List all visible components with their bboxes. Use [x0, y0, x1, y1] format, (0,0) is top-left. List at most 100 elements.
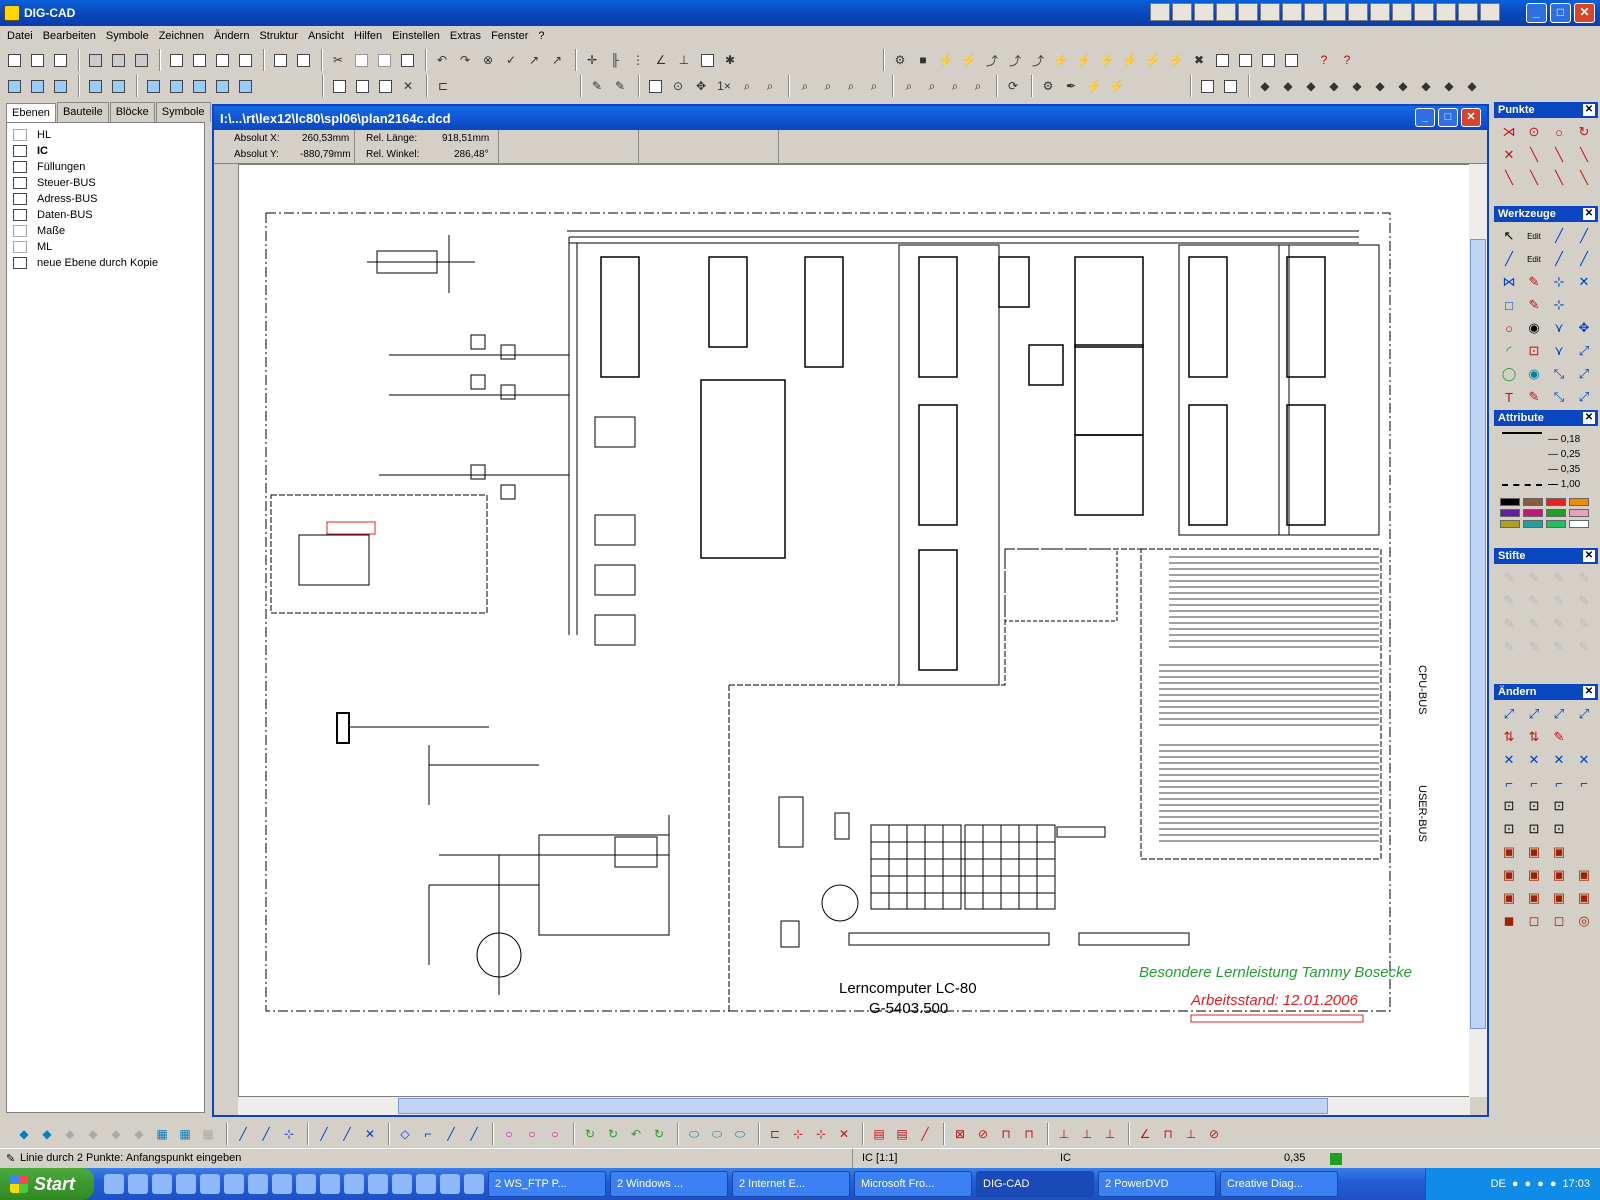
tile-icon[interactable]: [235, 76, 255, 96]
point-tool-icon[interactable]: ╲: [1555, 170, 1563, 185]
task-internet-explorer[interactable]: 2 Internet E...: [732, 1171, 850, 1197]
zoom-extents-icon[interactable]: ⊙: [672, 79, 684, 93]
zoom-icon[interactable]: ⌕: [928, 78, 936, 93]
menu-fenster[interactable]: Fenster: [491, 30, 529, 42]
3d-icon[interactable]: ◆: [111, 1127, 121, 1141]
measure-icon[interactable]: ⊘: [1208, 1127, 1220, 1141]
task-windows-explorer[interactable]: 2 Windows ...: [610, 1171, 728, 1197]
hatch-icon[interactable]: ▤: [896, 1127, 908, 1141]
menu-bearbeiten[interactable]: Bearbeiten: [42, 30, 96, 42]
component-icon[interactable]: ⚡: [1053, 53, 1069, 67]
confirm-icon[interactable]: ✓: [505, 53, 517, 67]
close-icon[interactable]: ✕: [1583, 104, 1595, 116]
component-icon[interactable]: [1281, 50, 1301, 70]
arc-tool-icon[interactable]: ↶: [630, 1127, 642, 1141]
modify-tool-icon[interactable]: ◎: [1578, 913, 1590, 928]
tool-icon[interactable]: [1392, 3, 1412, 21]
menu-ansicht[interactable]: Ansicht: [307, 30, 345, 42]
menu-hilfen[interactable]: Hilfen: [354, 30, 383, 42]
point-tool-icon[interactable]: ╲: [1530, 170, 1538, 185]
crosshair-icon[interactable]: ✛: [586, 53, 598, 67]
zoom-icon[interactable]: ⌕: [824, 78, 832, 93]
quick-launch-icon[interactable]: [344, 1174, 364, 1194]
component-icon[interactable]: [1212, 50, 1232, 70]
zoom-icon[interactable]: ⌕: [974, 78, 982, 93]
line-width-option[interactable]: — 0,35: [1548, 464, 1581, 475]
point-tool-icon[interactable]: ↻: [1578, 124, 1590, 139]
point-tool-icon[interactable]: ○: [1555, 124, 1563, 140]
point-tool-icon[interactable]: ╲: [1505, 170, 1513, 185]
close-icon[interactable]: ✕: [1583, 550, 1595, 562]
pen-slot-icon[interactable]: ✎: [1553, 570, 1565, 585]
modify-tool-icon[interactable]: ✕: [1528, 752, 1540, 767]
window-icon[interactable]: [50, 76, 70, 96]
language-indicator[interactable]: DE: [1490, 1178, 1506, 1190]
pen-color-swatch[interactable]: [1546, 498, 1566, 506]
library-icon[interactable]: [166, 50, 186, 70]
tool-icon[interactable]: [1436, 3, 1456, 21]
line-icon[interactable]: ╱: [1555, 228, 1563, 243]
zoom-icon[interactable]: ⌕: [870, 78, 878, 93]
pen-slot-icon[interactable]: ✎: [1503, 616, 1515, 631]
modify-tool-icon[interactable]: ⊡: [1503, 821, 1515, 836]
arc-icon[interactable]: ◜: [1506, 343, 1512, 358]
modify-tool-icon[interactable]: ▣: [1527, 844, 1541, 859]
layer-item[interactable]: Adress-BUS: [7, 191, 204, 207]
pen-slot-icon[interactable]: ✎: [1553, 616, 1565, 631]
tool-icon[interactable]: ⋎: [1554, 320, 1564, 335]
layer-item[interactable]: Steuer-BUS: [7, 175, 204, 191]
text-icon[interactable]: T: [1505, 389, 1513, 405]
modify-tool-icon[interactable]: ▣: [1552, 890, 1566, 905]
tool-icon[interactable]: ⤡: [1553, 389, 1565, 404]
pen-color-swatch[interactable]: [1569, 498, 1589, 506]
tool-icon[interactable]: [1348, 3, 1368, 21]
pen-color-swatch[interactable]: [1569, 509, 1589, 517]
save-as-icon[interactable]: [108, 50, 128, 70]
line-icon[interactable]: ╱: [1555, 251, 1563, 266]
shape-icon[interactable]: ◇: [400, 1127, 410, 1141]
tool-icon[interactable]: ◉: [1528, 366, 1540, 381]
layer-item[interactable]: ML: [7, 239, 204, 255]
menu-struktur[interactable]: Struktur: [259, 30, 298, 42]
zoom-icon[interactable]: ⌕: [847, 78, 855, 93]
quick-launch-icon[interactable]: [392, 1174, 412, 1194]
menu-einstellen[interactable]: Einstellen: [392, 30, 440, 42]
tab-symbole[interactable]: Symbole: [155, 102, 211, 122]
component-icon[interactable]: ⚡: [1145, 53, 1161, 67]
export-icon[interactable]: [212, 50, 232, 70]
zoom-icon[interactable]: ⌕: [743, 78, 751, 93]
component-icon[interactable]: ⚡: [938, 53, 954, 67]
dim-icon[interactable]: ⊓: [1001, 1127, 1011, 1141]
component-icon[interactable]: ✖: [1193, 53, 1205, 67]
part-icon[interactable]: ✒: [1065, 79, 1077, 93]
modify-tool-icon[interactable]: ⊡: [1528, 798, 1540, 813]
block-icon[interactable]: ◆: [1444, 79, 1454, 93]
tile-icon[interactable]: [166, 76, 186, 96]
line-width-option[interactable]: — 1,00: [1548, 479, 1581, 490]
edit-icon[interactable]: Edit: [1527, 254, 1541, 264]
3d-icon[interactable]: ▦: [179, 1127, 191, 1141]
pen-color-swatch[interactable]: [1523, 498, 1543, 506]
vertical-scrollbar[interactable]: [1469, 164, 1487, 1097]
draw-line-icon[interactable]: ╱: [343, 1127, 351, 1141]
ellipse-tool-icon[interactable]: ⬭: [688, 1126, 700, 1141]
grid-icon[interactable]: ⋮: [632, 53, 644, 67]
doc-maximize-button[interactable]: □: [1438, 108, 1458, 127]
undo-icon[interactable]: ↶: [436, 53, 448, 67]
line-width-option[interactable]: — 0,25: [1548, 449, 1581, 460]
ruler-icon[interactable]: ⊏: [437, 79, 449, 93]
copy-icon[interactable]: [351, 50, 371, 70]
start-button[interactable]: Start: [0, 1168, 94, 1200]
dim-icon[interactable]: ⊠: [954, 1127, 966, 1141]
tool-icon[interactable]: ◉: [1528, 320, 1540, 335]
modify-tool-icon[interactable]: ▣: [1577, 890, 1591, 905]
pointer-icon[interactable]: ↖: [1503, 228, 1515, 243]
tile-icon[interactable]: [212, 76, 232, 96]
draw-line-icon[interactable]: ╱: [320, 1127, 328, 1141]
component-icon[interactable]: [1235, 50, 1255, 70]
modify-tool-icon[interactable]: ▣: [1552, 844, 1566, 859]
tool-icon[interactable]: [1480, 3, 1500, 21]
pen-color-swatch[interactable]: [1500, 509, 1520, 517]
line-style-sample[interactable]: [1502, 432, 1542, 486]
modify-tool-icon[interactable]: ✕: [1503, 752, 1515, 767]
